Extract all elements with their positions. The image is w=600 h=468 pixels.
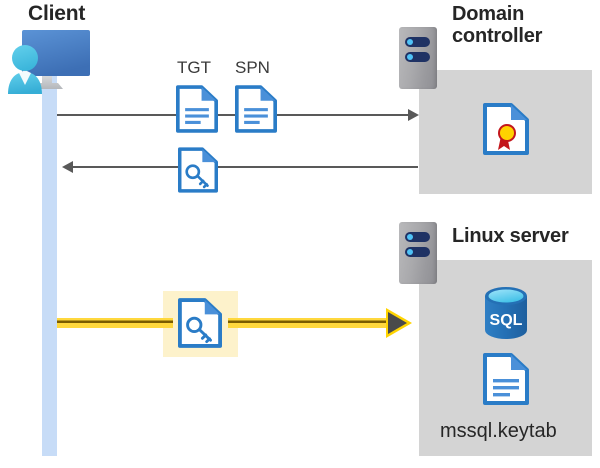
- message-line-service-ticket-left: [57, 318, 173, 328]
- rack-led-icon: [405, 52, 430, 62]
- user-computer-icon: [8, 30, 90, 94]
- arrowhead-service-ticket-inner: [388, 312, 407, 334]
- server-rack-icon-linux-server: [399, 222, 437, 284]
- key-document-icon-service-ticket: [178, 298, 222, 348]
- keytab-filename-label: mssql.keytab: [440, 420, 557, 442]
- rack-led-icon: [405, 232, 430, 242]
- tgt-label: TGT: [177, 58, 211, 77]
- linux-server-title: Linux server: [452, 225, 569, 247]
- server-rack-icon-domain-controller: [399, 27, 437, 89]
- message-line-response: [73, 166, 418, 168]
- client-lifeline: [42, 70, 57, 456]
- arrowhead-request: [408, 109, 419, 121]
- client-title: Client: [28, 2, 86, 25]
- key-document-icon-ticket: [178, 147, 218, 193]
- sql-database-label: SQL: [490, 312, 523, 329]
- arrowhead-response: [62, 161, 73, 173]
- rack-led-icon: [405, 247, 430, 257]
- document-icon-spn: [235, 85, 277, 133]
- document-icon-keytab: [483, 353, 529, 405]
- rack-led-icon: [405, 37, 430, 47]
- sql-database-icon: SQL: [485, 287, 527, 339]
- certificate-document-icon: [483, 103, 529, 155]
- domain-controller-title: Domain controller: [452, 3, 543, 48]
- document-icon-tgt: [176, 85, 218, 133]
- spn-label: SPN: [235, 58, 270, 77]
- message-line-service-ticket-right: [228, 318, 393, 328]
